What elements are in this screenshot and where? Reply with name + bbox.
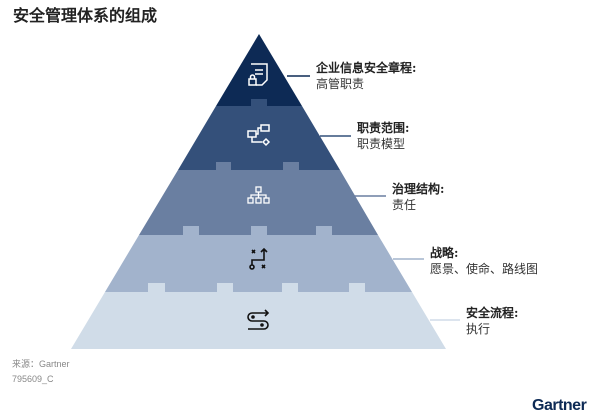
label-charter: 企业信息安全章程: 高管职责 <box>316 60 416 92</box>
org-chart-icon <box>247 186 270 204</box>
layer-4-strategy <box>105 226 412 292</box>
label-governance: 治理结构: 责任 <box>392 181 444 213</box>
strategy-play-icon <box>249 247 268 270</box>
process-path-icon <box>247 309 270 330</box>
label-detail: 执行 <box>466 322 491 336</box>
page-title: 安全管理体系的组成 <box>13 6 158 25</box>
workflow-icon <box>247 124 271 147</box>
label-heading: 职责范围: <box>357 121 410 135</box>
label-strategy: 战略: 愿景、使命、路线图 <box>430 245 538 277</box>
label-heading: 治理结构: <box>392 182 445 196</box>
document-lock-icon <box>248 63 268 86</box>
leader-lines <box>287 75 460 321</box>
layer-5-process <box>71 283 446 349</box>
label-detail: 高管职责 <box>316 77 365 91</box>
label-detail: 职责模型 <box>357 137 406 151</box>
layer-2-scope <box>178 99 340 170</box>
gartner-logo: Gartner <box>532 397 587 414</box>
label-scope: 职责范围: 职责模型 <box>357 120 409 152</box>
figure-code: 795609_C <box>12 374 54 384</box>
label-detail: 责任 <box>392 198 417 212</box>
label-detail: 愿景、使命、路线图 <box>430 262 539 276</box>
source-note: 来源：Gartner <box>12 359 70 369</box>
label-process: 安全流程: 执行 <box>466 305 518 337</box>
label-heading: 战略: <box>430 246 459 260</box>
label-heading: 安全流程: <box>466 306 519 320</box>
label-heading: 企业信息安全章程: <box>316 61 417 75</box>
